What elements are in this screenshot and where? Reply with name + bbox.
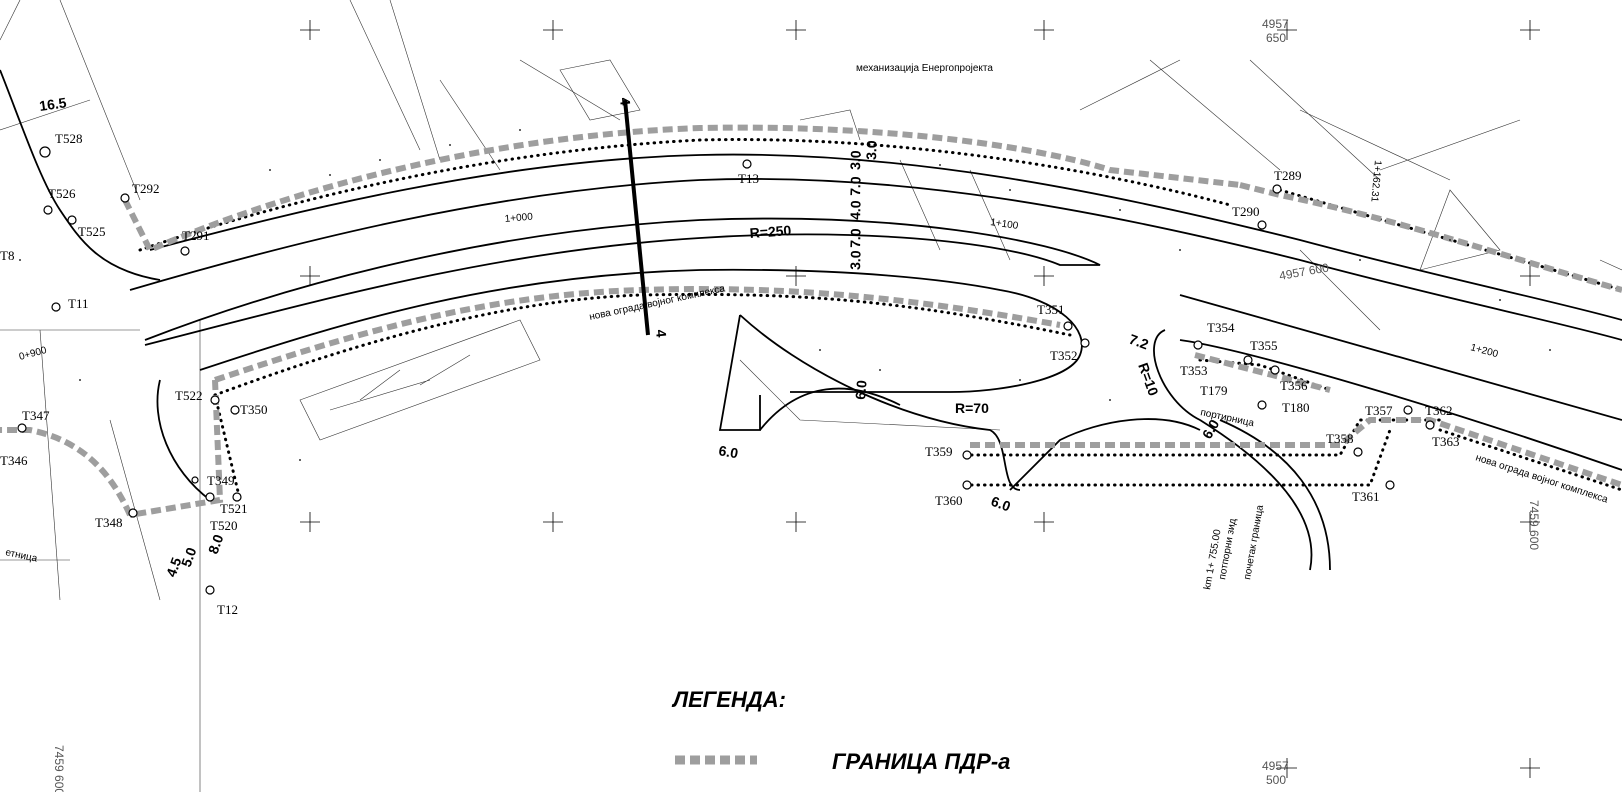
point-label: T525 xyxy=(78,224,105,239)
point-label: T348 xyxy=(95,515,122,530)
point-label: T521 xyxy=(220,501,247,516)
dim-7: 3.0 xyxy=(863,140,880,160)
point-label: T353 xyxy=(1180,363,1207,378)
point-label: T357 xyxy=(1365,403,1393,418)
retaining-label: потпорни зид xyxy=(1217,518,1239,581)
point-label: T355 xyxy=(1250,338,1277,353)
point-label: T180 xyxy=(1282,400,1309,415)
point-label: T522 xyxy=(175,388,202,403)
point-label: T354 xyxy=(1207,320,1235,335)
point-label: T292 xyxy=(132,181,159,196)
pdr-note-label: почетак граница xyxy=(1242,504,1266,581)
dim-4: 4.0 xyxy=(847,200,864,220)
chainage-1200: 1+200 xyxy=(1469,342,1499,360)
dim-2: 3.0 xyxy=(847,150,864,170)
dim-11: 7.2 xyxy=(1127,331,1151,353)
section-mark-top: 4 xyxy=(617,97,634,106)
point-label: T349 xyxy=(207,473,234,488)
point-label: T289 xyxy=(1274,168,1301,183)
dim-1: 16.5 xyxy=(38,94,67,114)
legend-boundary-label: ГРАНИЦА ПДР-а xyxy=(832,749,1010,774)
point-label: T12 xyxy=(217,602,238,617)
legend-title: ЛЕГЕНДА: xyxy=(671,687,786,712)
dim-10: 6.0 xyxy=(989,493,1013,515)
station-b-label: 1+162.31 xyxy=(1368,160,1383,203)
road-lines xyxy=(0,69,1622,571)
point-label: T290 xyxy=(1232,204,1259,219)
dim-6: 3.0 xyxy=(847,250,864,270)
coord-mid: 4957 600 xyxy=(1278,260,1330,283)
chainage-1000: 1+000 xyxy=(504,212,533,225)
coord-top-easting: 650 xyxy=(1266,31,1286,45)
point-label: T347 xyxy=(22,408,50,423)
chainage-1100: 1+100 xyxy=(990,217,1020,232)
dim-14: 8.0 xyxy=(205,532,227,556)
company-label: механизација Енергопројекта xyxy=(856,63,993,74)
coord-bottom-left: 7459 600 xyxy=(52,745,66,792)
point-label: T358 xyxy=(1326,431,1353,446)
point-label: T11 xyxy=(68,296,88,311)
coord-right: 7459 600 xyxy=(1527,500,1541,550)
point-label: T13 xyxy=(738,171,759,186)
dim-13: 5.0 xyxy=(178,545,200,569)
spot-heights xyxy=(19,129,1551,461)
coord-bottom-northing: 4957 xyxy=(1262,759,1289,773)
point-label: T8 xyxy=(0,248,14,263)
coord-bottom-easting: 500 xyxy=(1266,773,1286,787)
point-labels: T528 T526 T525 T292 T291 T11 T522 T350 T… xyxy=(0,131,1459,617)
dim-9: 6.0 xyxy=(717,442,739,461)
point-label: T361 xyxy=(1352,489,1379,504)
dim-8: 6.0 xyxy=(852,379,870,400)
street-label: етница xyxy=(4,547,38,565)
point-label: T526 xyxy=(48,186,76,201)
point-label: T179 xyxy=(1200,383,1227,398)
point-label: T352 xyxy=(1050,348,1077,363)
point-label: T350 xyxy=(240,402,267,417)
point-label: T363 xyxy=(1432,434,1459,449)
point-label: T528 xyxy=(55,131,82,146)
map-labels: механизација Енергопројекта нова ограда … xyxy=(0,17,1610,792)
point-markers xyxy=(17,146,1435,595)
point-label: T362 xyxy=(1425,403,1452,418)
section-mark-bottom: 4 xyxy=(653,329,670,338)
radius-small: R=10 xyxy=(1135,361,1162,398)
grid-crosses xyxy=(300,20,1540,778)
dim-3: 7.0 xyxy=(847,176,864,196)
point-label: T356 xyxy=(1280,378,1308,393)
point-label: T359 xyxy=(925,444,952,459)
dim-5: 7.0 xyxy=(847,228,864,248)
point-label: T351 xyxy=(1037,302,1064,317)
coord-top-northing: 4957 xyxy=(1262,17,1289,31)
point-label: T520 xyxy=(210,518,237,533)
dim-12: 4.5 xyxy=(163,555,185,579)
point-label: T291 xyxy=(182,228,209,243)
chainage-0900: 0+900 xyxy=(18,345,48,363)
radius-ramp: R=70 xyxy=(955,400,989,416)
pdr-boundary xyxy=(0,124,1622,518)
point-label: T346 xyxy=(0,453,28,468)
point-label: T360 xyxy=(935,493,962,508)
radius-main: R=250 xyxy=(749,222,792,241)
section-line xyxy=(623,99,650,336)
